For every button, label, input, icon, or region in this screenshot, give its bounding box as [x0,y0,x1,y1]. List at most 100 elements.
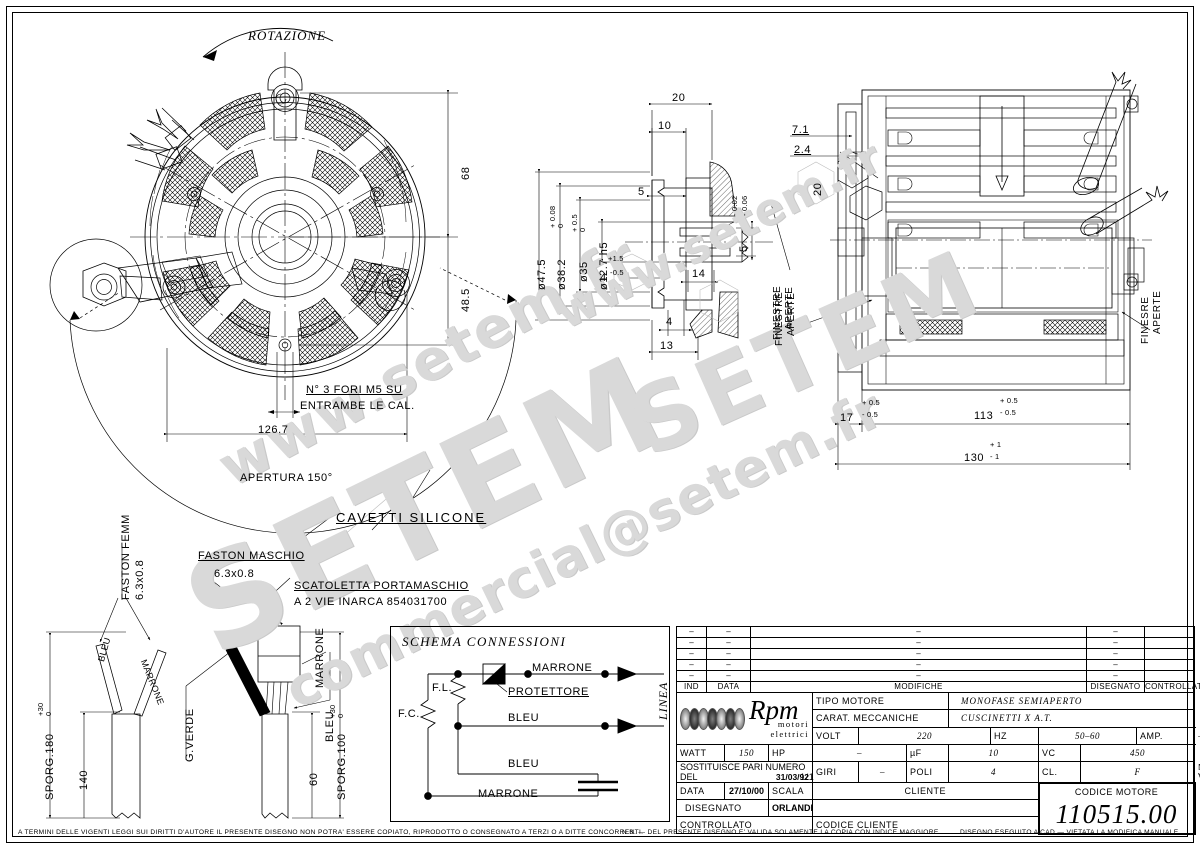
annotation-leaders [195,469,431,601]
shaft-dim-4-left: 4 [600,272,607,284]
finestre-left-line1: FINESTRE [774,291,785,346]
motor-coils-icon [680,707,745,730]
shaft-dim-4-bottom: 4 [666,316,673,328]
schema-linea-label: LINEA [656,681,670,720]
modification-cell: – [750,637,1087,649]
side-dim-113-tol-up: + 0.5 [1000,396,1018,405]
modification-cell: – [750,659,1087,671]
giri-label: GIRI [812,761,859,783]
side-dim-7-1: 7.1 [792,124,810,136]
dia-38-2: ø38.2 [556,258,568,290]
apertura-label: APERTURA 150° [240,472,333,484]
faston-maschio-line2: 6.3x0.8 [214,568,255,580]
shaft-dim-13: 13 [660,340,674,352]
modification-cell: – [1086,637,1145,649]
rpm-logo-cell: Rpm motori elettrici [676,692,813,745]
finestre-right-line2: APERTE [1152,290,1163,334]
amp-label: AMP. [1136,726,1196,746]
modification-cell: – [1086,670,1145,682]
modification-row: –––– [676,659,1195,671]
modification-cell: – [1086,626,1145,638]
shaft-dim-14: 14 [692,268,706,280]
codice-motore-label: CODICE MOTORE [1074,787,1159,797]
cable-detail-right [185,595,344,819]
codice-cliente-label: CODICE CLIENTE [811,816,1040,834]
shaft-dim-20: 20 [672,92,686,104]
modification-cell: – [1086,648,1145,660]
col-header-disegnato: DISEGNATO [1086,681,1145,693]
side-dim-130-tol-dn: - 1 [990,452,1000,461]
front-view-motor [49,28,517,534]
wiring-schematic [419,662,664,800]
title-block-main: Rpm motori elettrici TIPO MOTORE MONOFAS… [676,691,1200,835]
col-header-modifiche: MODIFICHE [750,681,1087,693]
modification-cell: – [1086,659,1145,671]
schema-bleu-mid: BLEU [508,712,540,724]
modification-cell: – [750,670,1087,682]
modification-cell: – [750,626,1087,638]
schema-fl-label: F.L. [432,682,453,694]
key-dim-5: 5 [738,245,750,252]
volt-label: VOLT [812,726,859,746]
footer-left-text: A TERMINI DELLE VIGENTI LEGGI SUI DIRITT… [18,829,644,836]
footer-mid-text: N.B. — DEL PRESENTE DISEGNO E' VALIDA SO… [622,829,941,836]
schema-title: SCHEMA CONNESSIONI [402,634,567,649]
scala-label: SCALA [768,782,813,800]
watt-label: WATT [676,744,725,762]
tipo-motore-value: MONOFASE SEMIAPERTO [948,691,1196,711]
sostituisce-label: SOSTITUISCE PARI NUMERO DEL [680,762,806,782]
cable-len-140: 140 [78,769,90,790]
side-dim-113-tol-dn: - 0.5 [1000,408,1017,417]
dia-38-2-tol-dn: 0 [556,223,565,228]
hz-label: HZ [990,726,1040,746]
sporg-100-tol-dn: 0 [336,713,345,718]
cable-len-60: 60 [308,772,320,786]
side-dim-130-tol-up: + 1 [990,440,1002,449]
modification-cell [1144,637,1195,649]
rotation-label: ROTAZIONE [248,28,327,43]
hp-value: – [812,744,907,762]
sheet-frame-outer [6,6,1194,843]
modification-cell: – [676,626,707,638]
shaft-dim-4-tol-up: +1.5 [608,254,624,263]
cavetti-silicone-label: CAVETTI SILICONE [336,510,487,525]
giri-value: – [858,761,907,783]
schema-connessioni-box [390,626,670,822]
finestre-right-line1: FINESRE [1140,296,1151,344]
sporg-180-tol-dn: 0 [44,711,53,716]
side-view-motor [769,71,1169,470]
schema-marrone-low: MARRONE [478,788,539,800]
wire-marrone-right: MARRONE [314,627,326,688]
side-dim-17-tol-up: + 0.5 [862,398,880,407]
poli-value: 4 [948,761,1040,783]
dim-126-7: 126.7 [258,424,289,436]
carat-meccaniche-value: CUSCINETTI X A.T. [948,709,1196,728]
shaft-dim-10: 10 [658,120,672,132]
modifications-table: –––––––––––––––––––– IND DATA MODIFICHE … [676,626,1200,693]
modification-cell [1144,659,1195,671]
watt-value: 150 [724,744,769,762]
modification-cell: – [676,670,707,682]
schema-bleu-low: BLEU [508,758,540,770]
cliente-value [811,799,1040,817]
sostituisce-value: 31/03/92 [775,772,809,782]
hz-value: 50–60 [1038,726,1138,746]
shaft-dim-5-top: 5 [638,186,645,198]
codice-motore-value: 110515.00 [1055,799,1178,829]
side-dim-113: 113 [974,410,994,422]
shaft-dim-4-tol-dn: -0.5 [610,268,624,277]
sheet-frame-inner [12,12,1188,837]
schema-marrone-top: MARRONE [532,662,593,674]
modification-cell: – [706,637,751,649]
faston-femm-line2: 6.3x0.8 [134,559,146,600]
uf-label: µF [905,744,950,762]
modification-cell: – [750,648,1087,660]
key-tol-dn: - 0.06 [740,195,749,216]
modification-row: –––– [676,626,1195,638]
modification-cell [1144,670,1195,682]
uf-value: 10 [948,744,1040,762]
col-header-ind: IND [676,681,707,693]
modifications-header-row: IND DATA MODIFICHE DISEGNATO CONTROLLATO [676,681,1200,693]
